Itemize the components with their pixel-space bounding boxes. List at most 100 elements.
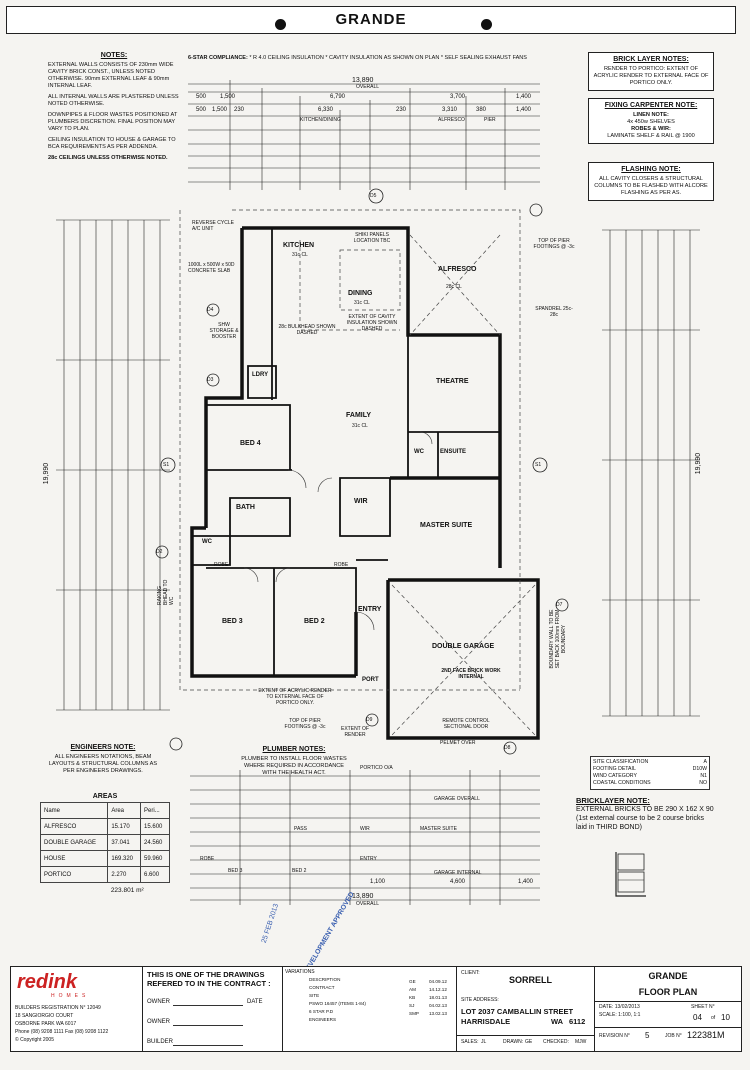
variation-desc: SITE (309, 993, 320, 998)
punch-hole-icon (481, 19, 492, 30)
room-family: FAMILY (346, 412, 372, 419)
title-bar: GRANDE (6, 6, 736, 34)
site-address-1: LOT 2037 CAMBALLIN STREET (461, 1007, 574, 1016)
contract-block: THIS IS ONE OF THE DRAWINGS REFERED TO I… (142, 966, 284, 1052)
dim-text: 230 (234, 107, 245, 113)
star-compliance: 6-STAR COMPLIANCE: * R 4.0 CEILING INSUL… (188, 55, 527, 62)
room-bed2: BED 2 (304, 618, 325, 625)
client-block: CLIENT: SORRELL SITE ADDRESS: LOT 2037 C… (456, 966, 596, 1052)
dim-label: BED 2 (292, 868, 307, 874)
plan-note-storage: SHW STORAGE & BOOSTER (209, 322, 239, 340)
contract-text: THIS IS ONE OF THE DRAWINGS REFERED TO I… (147, 970, 271, 988)
variation-initials: KB (409, 995, 416, 1000)
sheet-total: 10 (721, 1013, 730, 1022)
sales-label: SALES: (461, 1039, 479, 1045)
site-class-row: WIND CATEGORY N1 (593, 773, 707, 780)
room-portico: PORT (362, 677, 379, 683)
dim-text: 3,700 (450, 94, 466, 100)
site-class-label: WIND CATEGORY (593, 773, 637, 779)
plan-note-pier2: TOP OF PIER FOOTINGS @ -3c (284, 718, 326, 730)
company-copyright: © Copyright 2005 (15, 1037, 54, 1043)
dim-label: PASS (294, 826, 307, 832)
sheet-no-label: SHEET N° (691, 1004, 715, 1010)
variations-block: VARIATIONS DESCRIPTION CONTRACT SITE PSW… (282, 966, 458, 1052)
drawn-label: DRAWN: (503, 1039, 524, 1045)
engineers-note: ENGINEERS NOTE: ALL ENGINEERS NOTATIONS,… (48, 744, 158, 775)
site-class-value: N1 (700, 773, 707, 779)
drawing-title: GRANDE (335, 11, 407, 28)
plan-note-shiki: SHIKI PANELS LOCATION TBC (353, 232, 391, 244)
plumber-text: PLUMBER TO INSTALL FLOOR WASTES WHERE RE… (241, 756, 347, 776)
divider (595, 1027, 741, 1028)
plan-note-boundary: BOUNDARY WALL TO BE SET BACK 100mm FROM … (549, 609, 567, 669)
brick-layer-text: RENDER TO PORTICO: EXTENT OF ACRYLIC REN… (593, 66, 709, 86)
room-wir: WIR (354, 498, 368, 505)
marker-s1-left: S1 (163, 462, 170, 468)
marker-d7: D7 (556, 602, 563, 608)
site-class-label: SITE CLASSIFICATION (593, 759, 649, 765)
variation-date: 04.02.13 (429, 1003, 447, 1008)
dim-text: 6,330 (318, 107, 334, 113)
company-address-2: OSBORNE PARK WA 6017 (15, 1021, 77, 1027)
dim-text: 1,400 (516, 94, 532, 100)
signature-line (173, 1005, 243, 1006)
variation-desc: PSWO 16457 (ITEMS 1-84) (309, 1001, 366, 1006)
checked-value: MJW (575, 1039, 587, 1045)
date-label: DATE (247, 999, 263, 1005)
marker-d3: D3 (207, 377, 214, 383)
room-entry: ENTRY (358, 606, 382, 613)
variation-date: 14.12.12 (429, 987, 447, 992)
site-label: SITE ADDRESS: (461, 997, 499, 1003)
sheet-of: of (711, 1015, 716, 1021)
dim-text: 1,400 (516, 107, 532, 113)
dim-label: KITCHEN/DINING (300, 117, 341, 123)
notes-para-1: EXTERNAL WALLS CONSISTS OF 230mm WIDE CA… (48, 62, 174, 89)
site-class-value: NO (699, 780, 707, 786)
overall-top-dim: 13,890 (352, 77, 374, 84)
room-family-ceiling: 31c CL (352, 423, 368, 429)
flashing-text: ALL CAVITY CLOSERS & STRUCTURAL COLUMNS … (594, 176, 708, 196)
sheet-number: 04 (693, 1013, 702, 1022)
fixing-carpenter-heading: FIXING CARPENTER NOTE: (604, 102, 698, 109)
room-dining: DINING (348, 290, 373, 297)
site-state: WA (551, 1017, 564, 1026)
revision-label: REVISION N° (599, 1033, 630, 1039)
plan-note-reverse-cycle: REVERSE CYCLE A/C UNIT (192, 220, 234, 232)
brick-course-sketch (615, 852, 646, 897)
marker-d9: D9 (366, 717, 373, 723)
divider (595, 1001, 741, 1002)
dim-label: PORTICO O/A (360, 765, 393, 771)
plan-note-pelmet: PELMET OVER (440, 740, 476, 746)
company-block: redink HOMES BUILDERS REGISTRATION N° 12… (10, 966, 144, 1052)
plan-note-concrete-slab: 1000L x 500W x 50D CONCRETE SLAB (188, 262, 235, 274)
variation-initials: GE (409, 979, 416, 984)
plan-note-spandrel: SPANDREL 25c-28c (535, 306, 573, 318)
fixing-line-4: LAMINATE SHELF & RAIL @ 1900 (607, 133, 695, 139)
punch-hole-icon (275, 19, 286, 30)
dim-text: 6,790 (330, 94, 346, 100)
room-bed3: BED 3 (222, 618, 243, 625)
marker-d2: D2 (156, 549, 163, 555)
room-theatre: THEATRE (436, 378, 469, 385)
overall-bottom-label: OVERALL (356, 901, 380, 907)
dim-label: PIER (484, 117, 496, 123)
dim-label: ALFRESCO (438, 117, 465, 123)
areas-heading: AREAS (92, 793, 118, 800)
star-compliance-text: * R 4.0 CEILING INSULATION * CAVITY INSU… (249, 55, 527, 61)
overall-top-label: OVERALL (356, 84, 380, 90)
variation-desc: ENGINEERS (309, 1017, 337, 1022)
dim-text: 4,600 (450, 879, 466, 885)
dim-label: GARAGE OVERALL (434, 796, 480, 802)
flashing-heading: FLASHING NOTE: (621, 166, 681, 173)
bricklayer-note-2: BRICKLAYER NOTE: EXTERNAL BRICKS TO BE 2… (576, 796, 716, 832)
engineers-text: ALL ENGINEERS NOTATIONS, BEAM LAYOUTS & … (48, 754, 158, 774)
site-address-2: HARRISDALE (461, 1017, 511, 1026)
drawn-value: GE (525, 1039, 533, 1045)
checked-label: CHECKED: (543, 1039, 569, 1045)
dim-label: BED 3 (228, 868, 243, 874)
